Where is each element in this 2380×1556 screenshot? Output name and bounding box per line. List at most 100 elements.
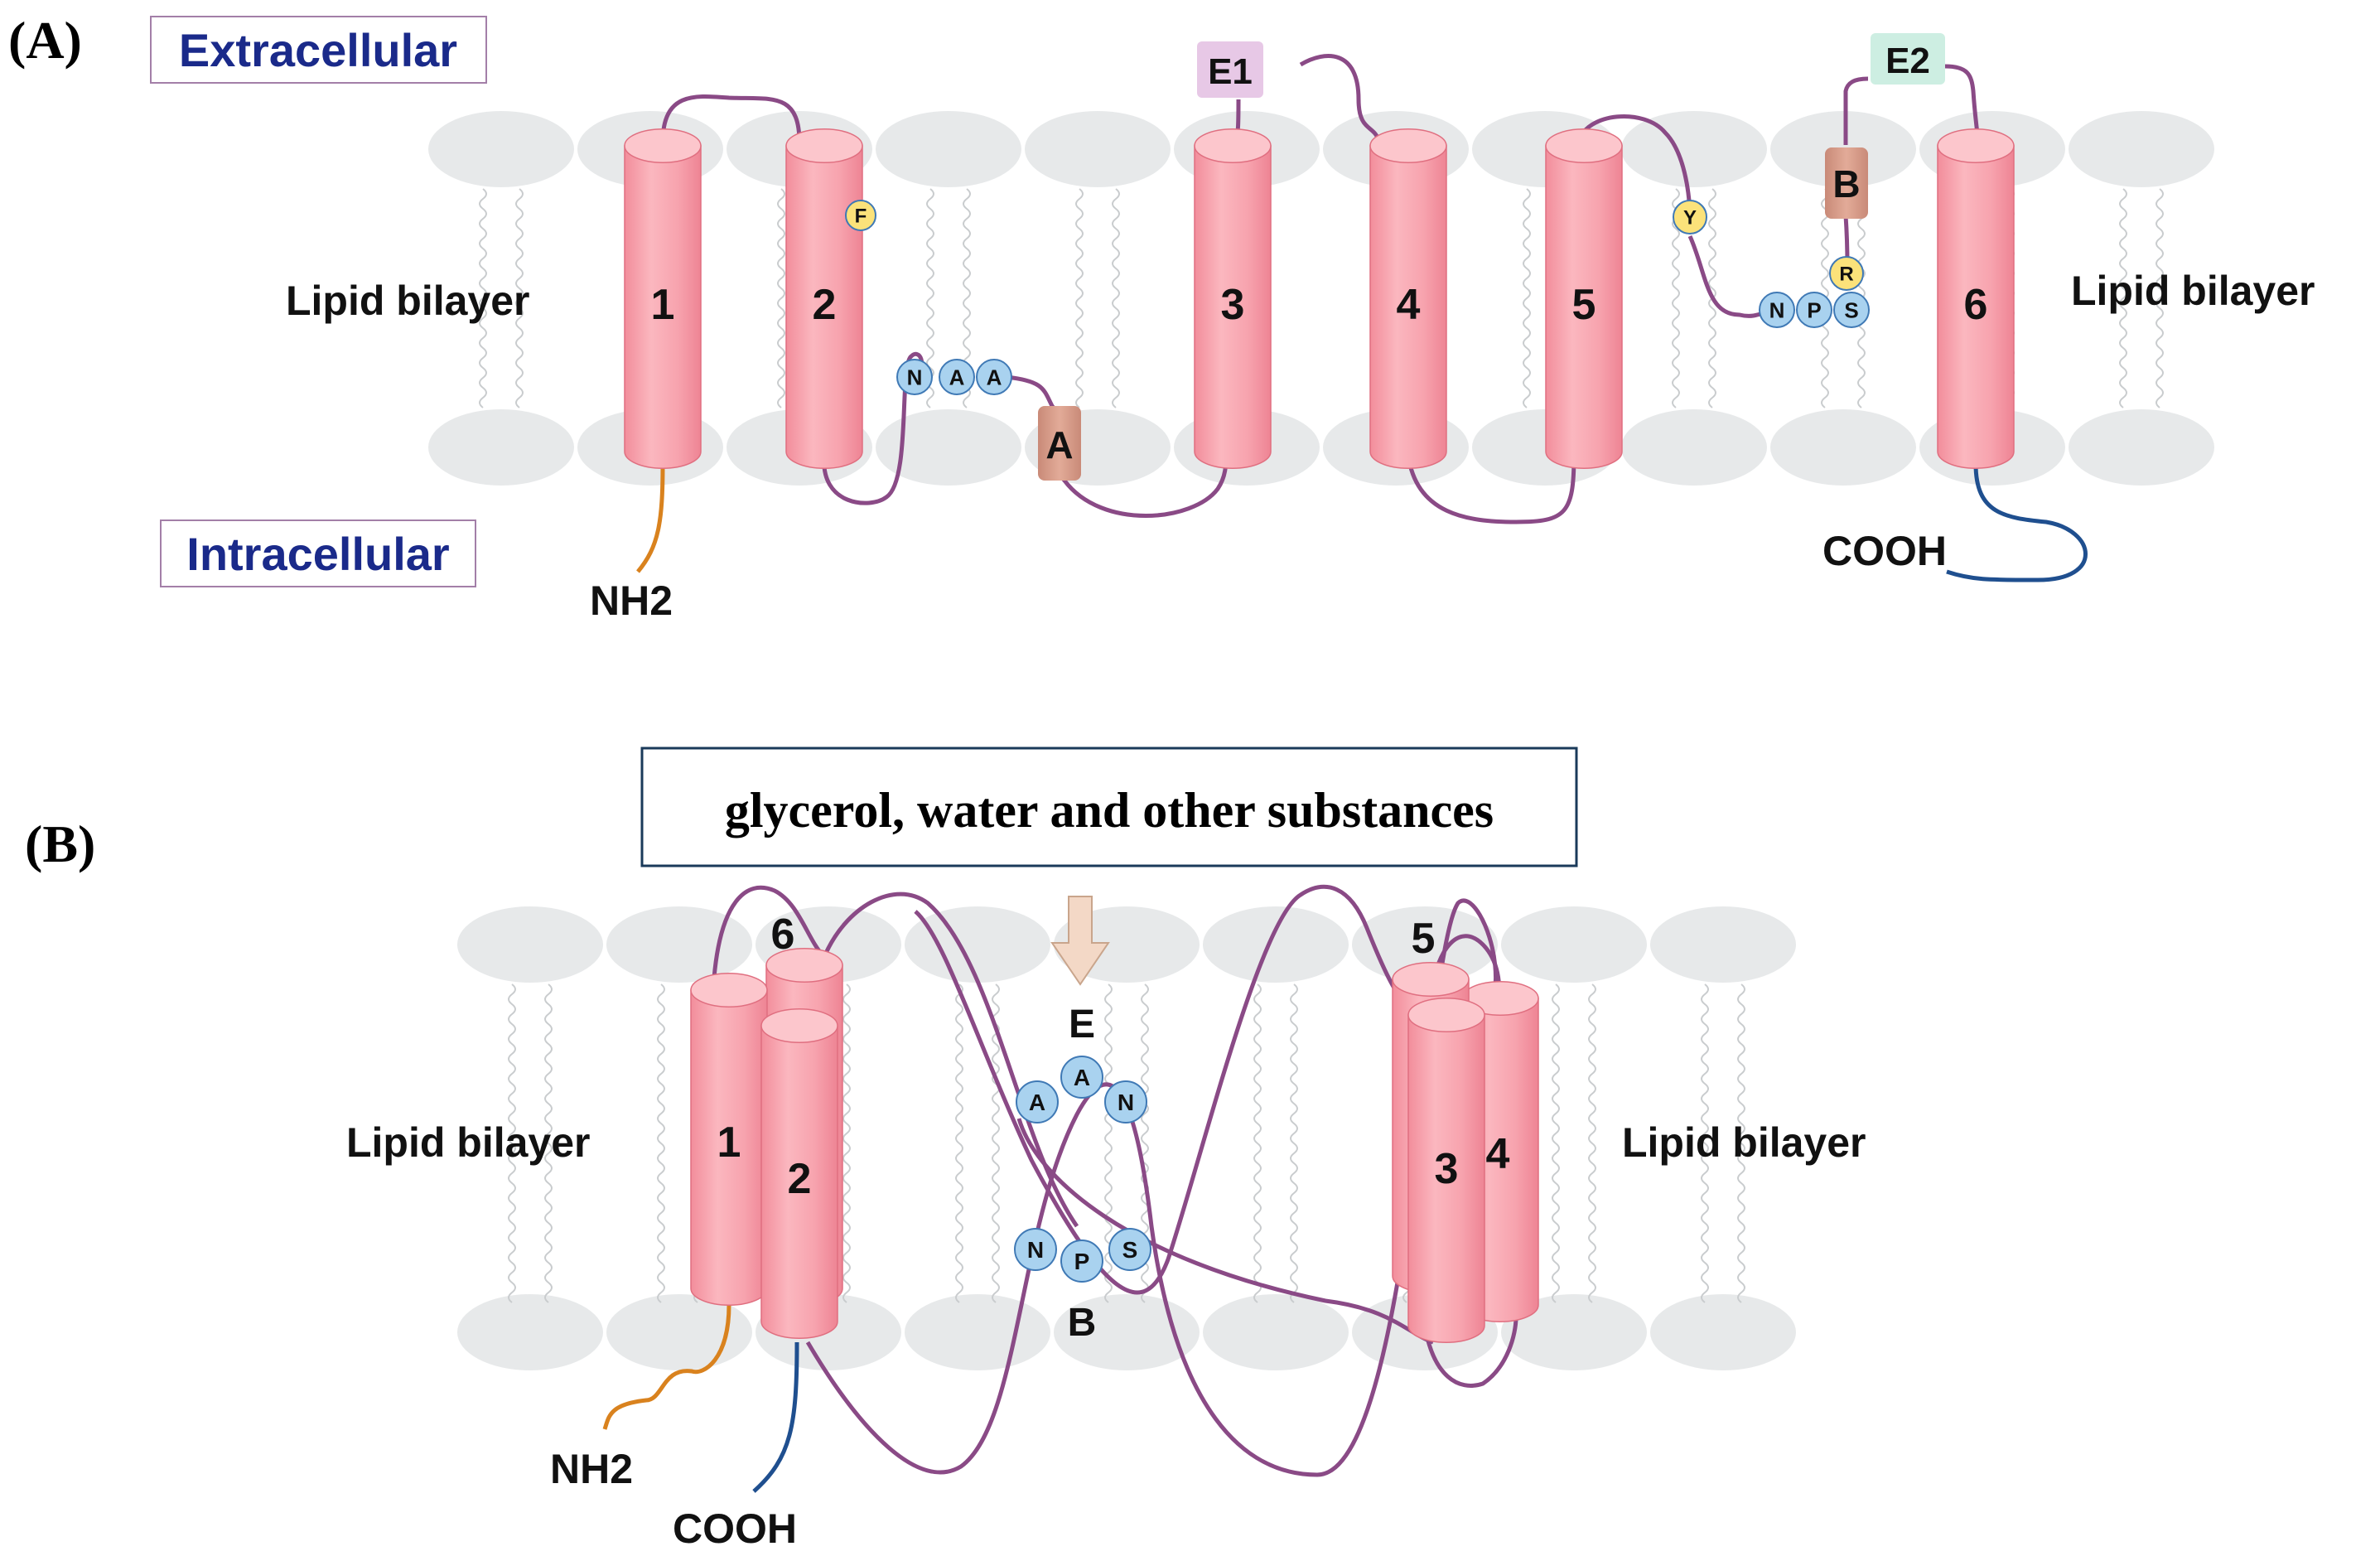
loop-5-y: [1576, 114, 1692, 212]
half-helix-b-label: B: [1832, 162, 1860, 205]
svg-text:N: N: [907, 365, 923, 389]
residue-f: F: [845, 200, 876, 231]
b-lipid-head-bottom: [1054, 1294, 1200, 1370]
intracellular-label: Intracellular: [186, 528, 449, 580]
loop-b-sine-main: [805, 898, 1499, 1477]
b-lipid-tail: [508, 983, 516, 1303]
aan-0: A: [1016, 1080, 1059, 1124]
a-lipid-head-bottom: [1621, 409, 1767, 486]
svg-text:A: A: [1029, 1090, 1045, 1115]
b-lipid-head-top: [457, 906, 603, 983]
b-lipid-head-bottom: [1650, 1294, 1796, 1370]
nterm-line-a: [636, 463, 665, 573]
helix-a-4-label: 4: [1397, 281, 1421, 329]
loop-1-2: [660, 94, 802, 143]
e1-box: E1: [1197, 41, 1263, 98]
helix-a-2: 2: [785, 128, 863, 469]
svg-text:P: P: [1807, 297, 1821, 322]
b-lipid-tail: [1701, 983, 1709, 1303]
b-lipid-head-top: [606, 906, 752, 983]
a-lipid-head-top: [428, 111, 574, 187]
nps-b-1: P: [1060, 1239, 1103, 1283]
intracellular-label-box: Intracellular: [160, 519, 476, 587]
loop-b-down-cross: [1016, 1118, 1434, 1345]
lipid-bilayer-left-a: Lipid bilayer: [286, 278, 530, 324]
svg-text:R: R: [1839, 263, 1853, 286]
e2-label: E2: [1885, 41, 1930, 81]
e1-label: E1: [1208, 51, 1253, 92]
helix-b-1-label: 1: [717, 1119, 741, 1167]
svg-text:S: S: [1844, 297, 1858, 322]
a-lipid-head-bottom: [1770, 409, 1916, 486]
svg-text:A: A: [1074, 1065, 1090, 1090]
loops-a: [660, 54, 1981, 524]
b-lipid-head-top: [1203, 906, 1349, 983]
panel-b-label: (B): [25, 814, 95, 873]
svg-text:N: N: [1027, 1237, 1044, 1263]
helix-a-1: 1: [624, 128, 702, 469]
a-lipid-tail: [1672, 188, 1680, 408]
b-lipid-tail: [1552, 983, 1560, 1303]
nps-b-0: N: [1014, 1228, 1057, 1271]
npa-a: A: [976, 359, 1012, 395]
extracellular-label-box: Extracellular: [150, 16, 487, 84]
svg-text:N: N: [1769, 297, 1785, 322]
svg-text:P: P: [1074, 1249, 1090, 1274]
b-lipid-head-top: [1501, 906, 1647, 983]
aan-1: A: [1060, 1056, 1103, 1099]
b-lipid-head-bottom: [1501, 1294, 1647, 1370]
svg-text:A: A: [949, 365, 965, 389]
b-lipid-head-bottom: [606, 1294, 752, 1370]
b-lipid-head-top: [905, 906, 1050, 983]
cterm-label-b: COOH: [673, 1505, 797, 1552]
helix-a-1-label: 1: [651, 281, 675, 329]
loop-2-a: [822, 352, 924, 505]
nterm-label-a: NH2: [590, 577, 673, 624]
loop-e1-4: [1299, 54, 1382, 143]
b-lipid-tail: [657, 983, 665, 1303]
helix-a-6-label: 6: [1964, 281, 1988, 329]
residue-y: Y: [1673, 200, 1707, 234]
a-lipid-tail: [2119, 188, 2127, 408]
a-lipid-tail: [1112, 188, 1120, 408]
helix-a-4: 4: [1369, 128, 1447, 469]
a-lipid-tail: [926, 188, 934, 408]
nps-p: P: [1796, 292, 1832, 328]
loop-b-upper-arc: [914, 884, 1434, 1295]
aan-2: N: [1104, 1080, 1147, 1124]
b-lipid-head-bottom: [905, 1294, 1050, 1370]
panel-b: (B) glycerol, water and other substances…: [25, 747, 1866, 1552]
a-lipid-tail: [2156, 188, 2164, 408]
helix-b-3: 3: [1407, 998, 1485, 1343]
nps-n: N: [1759, 292, 1795, 328]
loop-b-helix34-bottom: [1422, 1317, 1518, 1388]
svg-text:F: F: [855, 205, 867, 228]
helix-b-6-label: 6: [771, 911, 795, 959]
helix-a-5-label: 5: [1572, 281, 1596, 329]
b-lipid-tail: [955, 983, 963, 1303]
svg-text:A: A: [987, 365, 1002, 389]
b-lipid-head-top: [1352, 906, 1498, 983]
npa-a: A: [939, 359, 975, 395]
a-lipid-tail: [1075, 188, 1084, 408]
nps-b-2: S: [1108, 1228, 1151, 1271]
a-lipid-tail: [515, 188, 524, 408]
cterm-label-a: COOH: [1822, 528, 1947, 574]
b-lipid-tail: [1588, 983, 1596, 1303]
helix-a-3: 3: [1194, 128, 1272, 469]
a-lipid-head-bottom: [2069, 409, 2214, 486]
a-lipid-head-top: [2069, 111, 2214, 187]
a-lipid-tail: [479, 188, 487, 408]
b-lipid-tail: [1737, 983, 1745, 1303]
cterm-line-b: [752, 1341, 799, 1493]
half-helix-a-label: A: [1045, 423, 1073, 466]
a-lipid-head-bottom: [876, 409, 1021, 486]
a-lipid-tail: [1523, 188, 1531, 408]
panel-a-label: (A): [8, 11, 82, 70]
